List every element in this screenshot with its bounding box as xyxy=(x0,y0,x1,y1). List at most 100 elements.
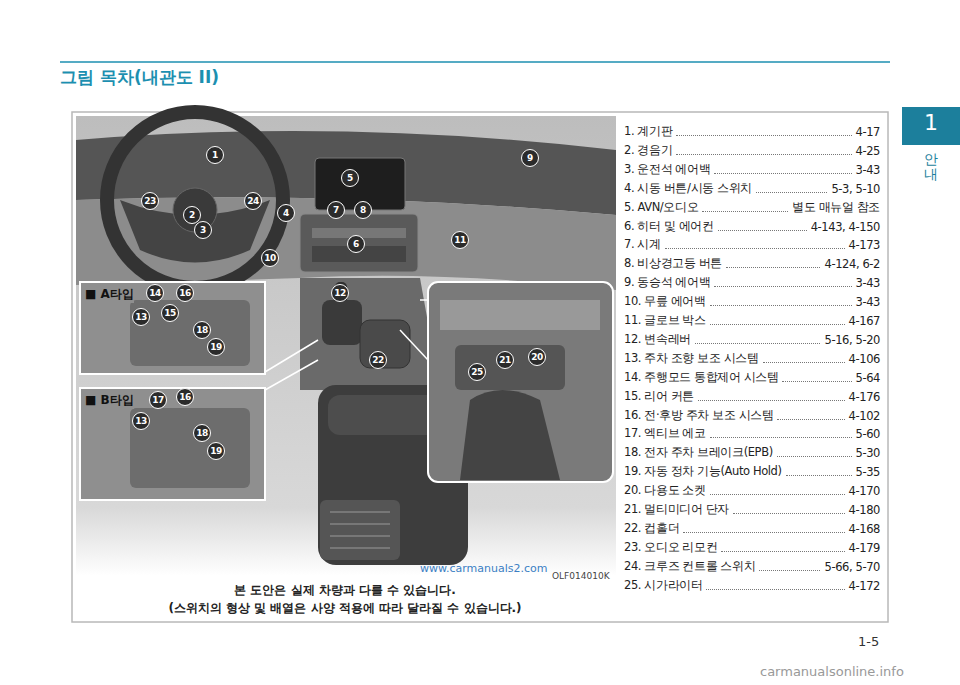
leader-dots xyxy=(695,343,821,344)
leader-dots xyxy=(665,248,845,249)
callout-number: 24 xyxy=(244,192,262,210)
leader-dots xyxy=(721,551,844,552)
callout-number: 19 xyxy=(207,338,225,356)
page-ref: 4-170 xyxy=(849,484,880,498)
leader-dots xyxy=(777,419,844,420)
leader-dots xyxy=(786,475,852,476)
callout-number: 13 xyxy=(132,412,150,430)
callout-number: 21 xyxy=(496,351,514,369)
index-row: 9. 동승석 에어백3-43 xyxy=(624,275,880,290)
leader-dots xyxy=(759,570,820,571)
page-ref: 3-43 xyxy=(856,163,881,177)
leader-dots xyxy=(683,532,844,533)
leader-dots xyxy=(676,154,851,155)
callout-number: 18 xyxy=(193,321,211,339)
index-item: 2. 경음기 xyxy=(624,143,672,158)
index-item: 14. 주행모드 통합제어 시스템 xyxy=(624,370,778,385)
index-row: 18. 전자 주차 브레이크(EPB) 5-30 xyxy=(624,445,880,460)
page-ref: 4-25 xyxy=(856,144,881,158)
callout-number: 5 xyxy=(341,169,359,187)
index-row: 22. 컵홀더4-168 xyxy=(624,521,880,536)
leader-dots xyxy=(714,173,851,174)
callout-number: 9 xyxy=(521,149,539,167)
index-item: 7. 시계 xyxy=(624,237,661,252)
index-item: 12. 변속레버 xyxy=(624,332,691,347)
index-row: 16. 전·후방 주차 보조 시스템4-102 xyxy=(624,408,880,423)
watermark: www.carmanuals2.com xyxy=(420,562,548,575)
page-ref: 4-176 xyxy=(849,390,880,404)
index-item: 13. 주차 조향 보조 시스템 xyxy=(624,351,759,366)
leader-dots xyxy=(710,494,845,495)
leader-dots xyxy=(710,305,852,306)
callout-number: 16 xyxy=(176,388,194,406)
index-item: 3. 운전석 에어백 xyxy=(624,162,710,177)
index-item: 23. 오디오 리모컨 xyxy=(624,540,717,555)
page-ref: 4-173 xyxy=(849,238,880,252)
index-item: 15. 리어 커튼 xyxy=(624,389,694,404)
page-ref: 5-66, 5-70 xyxy=(824,560,880,574)
page-ref: 5-3, 5-10 xyxy=(831,182,880,196)
page-ref: 5-35 xyxy=(856,465,881,479)
page-ref: 4-172 xyxy=(849,579,880,593)
callout-number: 19 xyxy=(207,442,225,460)
callout-number: 17 xyxy=(149,391,167,409)
index-row: 1. 계기판4-17 xyxy=(624,124,880,139)
callout-number: 15 xyxy=(161,304,179,322)
index-item: 8. 비상경고등 버튼 xyxy=(624,256,722,271)
leader-dots xyxy=(714,286,851,287)
leader-dots xyxy=(698,400,845,401)
callout-number: 16 xyxy=(176,284,194,302)
leader-dots xyxy=(756,192,828,193)
callout-number: 20 xyxy=(528,348,546,366)
index-row: 11. 글로브 박스 4-167 xyxy=(624,313,880,328)
index-row: 23. 오디오 리모컨 4-179 xyxy=(624,540,880,555)
page-ref: 4-17 xyxy=(856,125,881,139)
index-row: 19. 자동 정차 기능(Auto Hold) 5-35 xyxy=(624,464,880,479)
page-ref: 4-167 xyxy=(849,314,880,328)
leader-dots xyxy=(777,456,852,457)
page-ref: 별도 매뉴얼 참조 xyxy=(792,200,880,215)
index-item: 10. 무릎 에어백 xyxy=(624,294,706,309)
leader-dots xyxy=(726,267,821,268)
index-row: 6. 히터 및 에어컨 4-143, 4-150 xyxy=(624,219,880,234)
leader-dots xyxy=(710,324,845,325)
page-ref: 4-143, 4-150 xyxy=(811,220,880,234)
index-row: 2. 경음기 4-25 xyxy=(624,143,880,158)
page-ref: 4-168 xyxy=(849,522,880,536)
index-row: 17. 엑티브 에코5-60 xyxy=(624,426,880,441)
callout-number: 14 xyxy=(146,284,164,302)
page-ref: 3-43 xyxy=(856,295,881,309)
page-ref: 5-16, 5-20 xyxy=(824,333,880,347)
leader-dots xyxy=(782,381,851,382)
index-item: 19. 자동 정차 기능(Auto Hold) xyxy=(624,464,782,479)
leader-dots xyxy=(710,437,852,438)
page-ref: 5-64 xyxy=(856,371,881,385)
index-row: 3. 운전석 에어백 3-43 xyxy=(624,162,880,177)
index-row: 21. 멀티미디어 단자4-180 xyxy=(624,502,880,517)
page-ref: 5-30 xyxy=(856,446,881,460)
index-item: 20. 다용도 소켓 xyxy=(624,483,706,498)
index-item: 6. 히터 및 에어컨 xyxy=(624,219,714,234)
index-row: 8. 비상경고등 버튼4-124, 6-2 xyxy=(624,256,880,271)
page-ref: 4-179 xyxy=(849,541,880,555)
index-item: 11. 글로브 박스 xyxy=(624,313,706,328)
callout-number: 18 xyxy=(193,424,211,442)
index-row: 13. 주차 조향 보조 시스템4-106 xyxy=(624,351,880,366)
watermark: carmanualsonline.info xyxy=(760,664,904,679)
leader-dots xyxy=(718,230,807,231)
index-row: 20. 다용도 소켓 4-170 xyxy=(624,483,880,498)
index-item: 24. 크루즈 컨트롤 스위치 xyxy=(624,559,755,574)
leader-dots xyxy=(676,135,851,136)
callout-number: 23 xyxy=(141,192,159,210)
index-item: 18. 전자 주차 브레이크(EPB) xyxy=(624,445,773,460)
leader-dots xyxy=(763,362,845,363)
callout-number: 3 xyxy=(194,221,212,239)
note: (스위치의 형상 및 배열은 사양 적용에 따라 달라질 수 있습니다.) xyxy=(168,600,521,617)
chapter-name: 안내 xyxy=(924,152,938,183)
leader-dots xyxy=(702,211,788,212)
index-row: 7. 시계 4-173 xyxy=(624,237,880,252)
figure-code: OLF014010K xyxy=(552,571,610,581)
callout-number: 12 xyxy=(331,284,349,302)
callout-number: 4 xyxy=(277,204,295,222)
index-item: 21. 멀티미디어 단자 xyxy=(624,502,729,517)
